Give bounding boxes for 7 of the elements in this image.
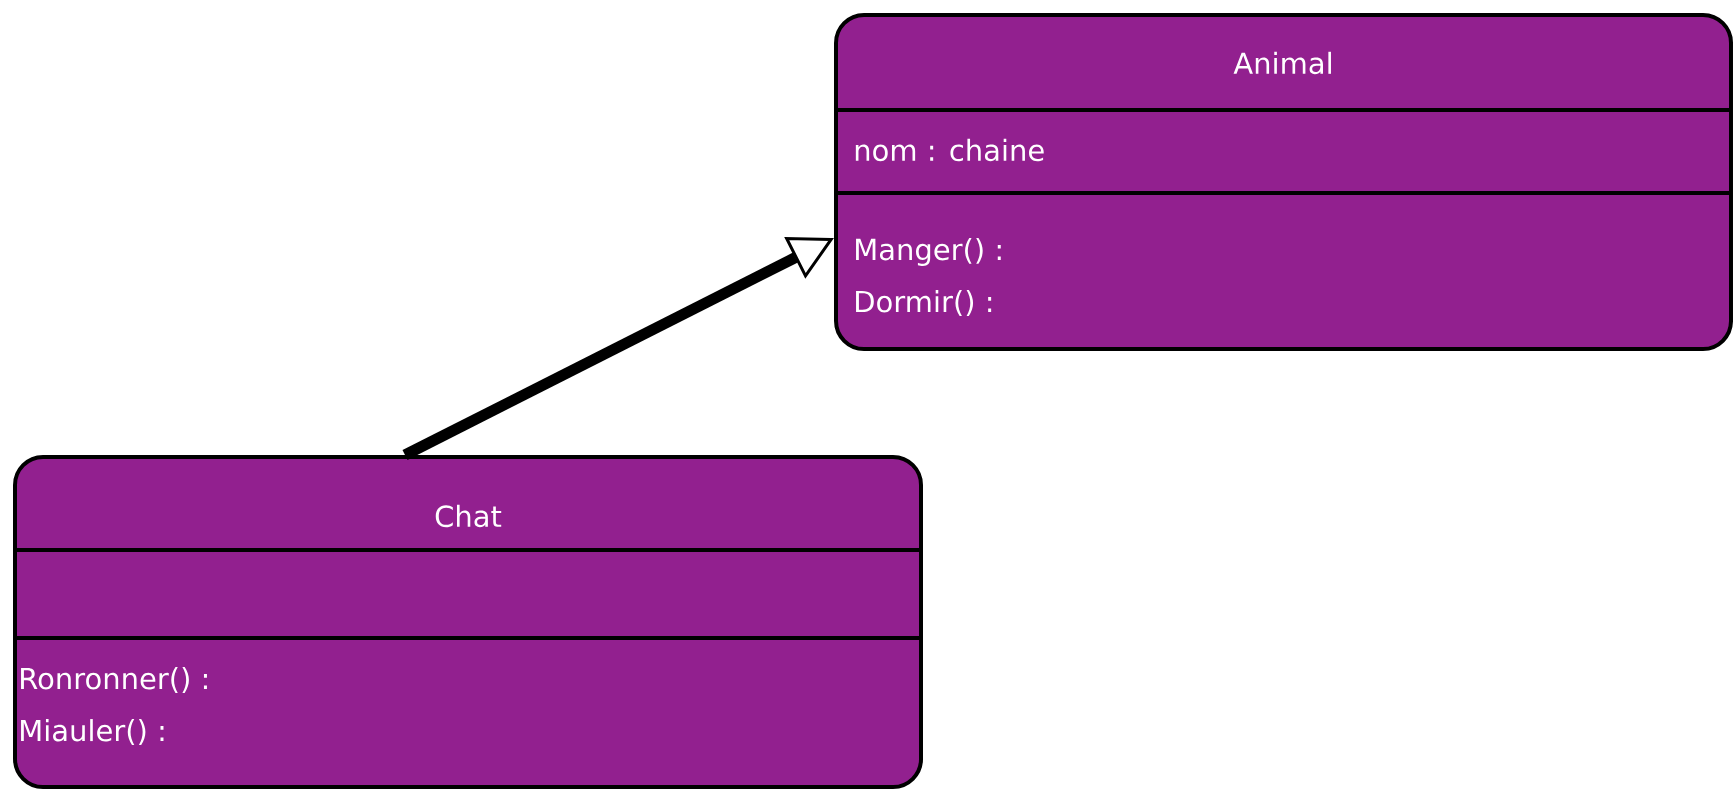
attribute-text: nom : chaine: [855, 138, 1044, 162]
method-text: Dormir() :: [856, 290, 992, 316]
class-name: Animal: [1233, 51, 1331, 75]
class-name: Chat: [435, 504, 502, 528]
method-text: Ronronner() :: [21, 667, 207, 693]
method-text: Manger() :: [856, 238, 1001, 266]
method-text: Miauler() :: [21, 719, 164, 745]
